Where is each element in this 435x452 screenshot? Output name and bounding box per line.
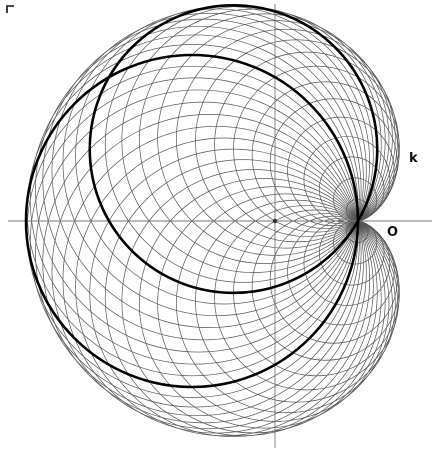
family-circle <box>51 113 367 430</box>
center-point <box>272 218 278 224</box>
family-circle <box>139 13 390 264</box>
highlighted-circle <box>88 4 379 295</box>
family-circle <box>35 26 362 353</box>
corner-mark <box>6 5 14 13</box>
family-circle <box>303 219 391 306</box>
family-circle <box>104 159 382 437</box>
family-circle <box>318 156 385 222</box>
family-circle <box>214 51 400 237</box>
family-of-circles <box>25 5 400 437</box>
highlighted-circles <box>24 4 379 389</box>
family-circle <box>176 193 396 414</box>
family-circle <box>176 28 396 249</box>
family-circle <box>287 116 395 225</box>
family-circle <box>269 215 398 344</box>
family-circle <box>35 89 362 416</box>
family-circle <box>251 213 400 361</box>
point-label-o: O <box>387 225 398 240</box>
family-circle <box>287 217 395 326</box>
family-circle <box>139 178 390 429</box>
family-circle <box>75 137 374 437</box>
family-circle <box>318 220 385 286</box>
family-circle <box>51 12 367 329</box>
circle-label-k: k <box>409 151 418 166</box>
family-circle <box>214 205 400 391</box>
